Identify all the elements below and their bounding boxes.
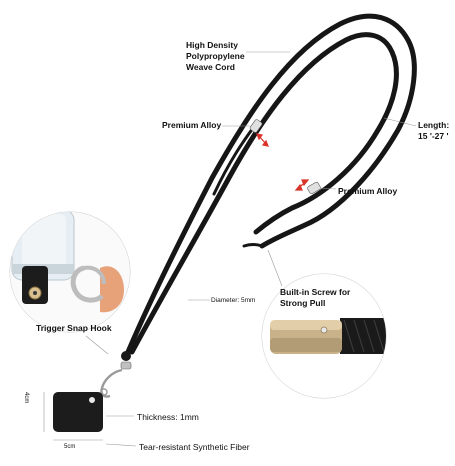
length-label-value: 15 '-27 ': [418, 131, 449, 141]
cord-material-label: High Density Polypropylene Weave Cord: [186, 40, 245, 73]
connector-patch: [43, 392, 103, 441]
length-label-title: Length:: [418, 120, 450, 130]
alloy-slider-upper: [249, 119, 263, 133]
alloy-slider-lower: [307, 181, 321, 195]
screw-label: Built-in Screw for Strong Pull: [280, 287, 350, 309]
cord-strand-inner: [129, 32, 399, 355]
screw-inset: [261, 273, 387, 399]
fiber-label: Tear-resistant Synthetic Fiber: [139, 442, 250, 452]
diameter-label: Diameter: 5mm: [211, 297, 256, 304]
alloy-label-upper: Premium Alloy: [162, 120, 222, 130]
lanyard-lower: [100, 351, 132, 398]
alloy-label-lower: Premium Alloy: [338, 186, 398, 196]
screw-label-line1: Built-in Screw for: [280, 287, 351, 297]
snap-hook-icon: [100, 368, 123, 398]
screw-label-line2: Strong Pull: [280, 298, 326, 308]
width-dimension-label: 5cm: [64, 444, 76, 450]
cord-strand-tail2: [242, 243, 264, 248]
cord-strand-outer: [125, 13, 417, 355]
snap-hook-inset: [9, 211, 131, 333]
double-arrow-icon: [294, 179, 310, 191]
thickness-label: Thickness: 1mm: [137, 412, 199, 422]
length-label: Length: 15 '-27 ': [418, 120, 449, 142]
double-arrow-icon: [256, 133, 269, 147]
cord-end-bead: [121, 351, 131, 361]
cord-label-line2: Polypropylene: [186, 51, 245, 61]
cord-label-line3: Weave Cord: [186, 62, 235, 72]
cord-label-line1: High Density: [186, 40, 238, 50]
height-dimension-label: 4cm: [23, 392, 29, 404]
snap-hook-label: Trigger Snap Hook: [36, 323, 112, 333]
leader-lines: [85, 51, 417, 447]
lanyard-cord: [125, 13, 417, 355]
